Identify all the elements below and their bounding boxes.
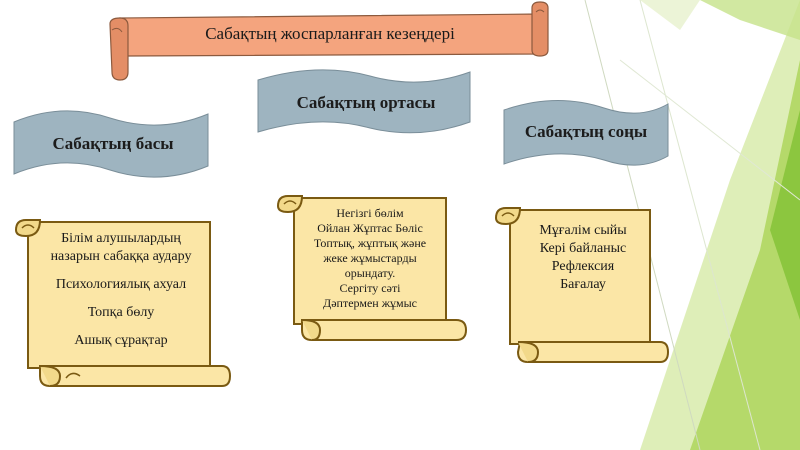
list-item: Ойлан Жұптас Бөліс [317,221,423,235]
start-item-list: Білім алушылардың назарын сабаққа аудару… [36,230,206,350]
list-item: Топқа бөлу [87,305,155,320]
list-item: Сергіту сәті [339,281,401,295]
stage-start-label: Сабақтың басы [52,134,174,153]
end-item-list: Мұғалім сыйы Кері байланыс Рефлексия Бағ… [518,222,648,294]
stage-end-label: Сабақтың соңы [524,122,648,141]
list-item: жеке жұмыстарды [323,251,417,265]
list-item: Мұғалім сыйы [539,223,627,238]
list-item: Бағалау [560,277,606,292]
banner-middle-shape [257,69,471,134]
stage-middle-label: Сабақтың ортасы [296,93,436,112]
list-item: назарын сабаққа аудару [50,249,192,264]
title-scroll [109,1,549,81]
banner-start-shape [13,110,209,178]
middle-item-list: Негізгі бөлім Ойлан Жұптас Бөліс Топтық,… [300,206,440,311]
green-decoration [584,0,800,450]
list-item: Ашық сұрақтар [74,333,168,348]
banner-end-shape [503,99,669,166]
list-item: Негізгі бөлім [336,206,404,220]
scroll-start [14,219,232,387]
list-item: Дәптермен жұмыс [323,296,417,310]
list-item: орындату. [344,266,396,280]
list-item: Психологиялық ахуал [55,277,187,292]
list-item: Топтық, жұптық және [313,236,427,250]
page-title: Сабақтың жоспарланған кезеңдері [205,24,455,43]
list-item: Кері байланыс [539,241,627,256]
list-item: Рефлексия [551,259,615,274]
scroll-end [494,207,670,363]
scroll-middle [276,195,468,341]
list-item: Білім алушылардың [61,231,181,246]
